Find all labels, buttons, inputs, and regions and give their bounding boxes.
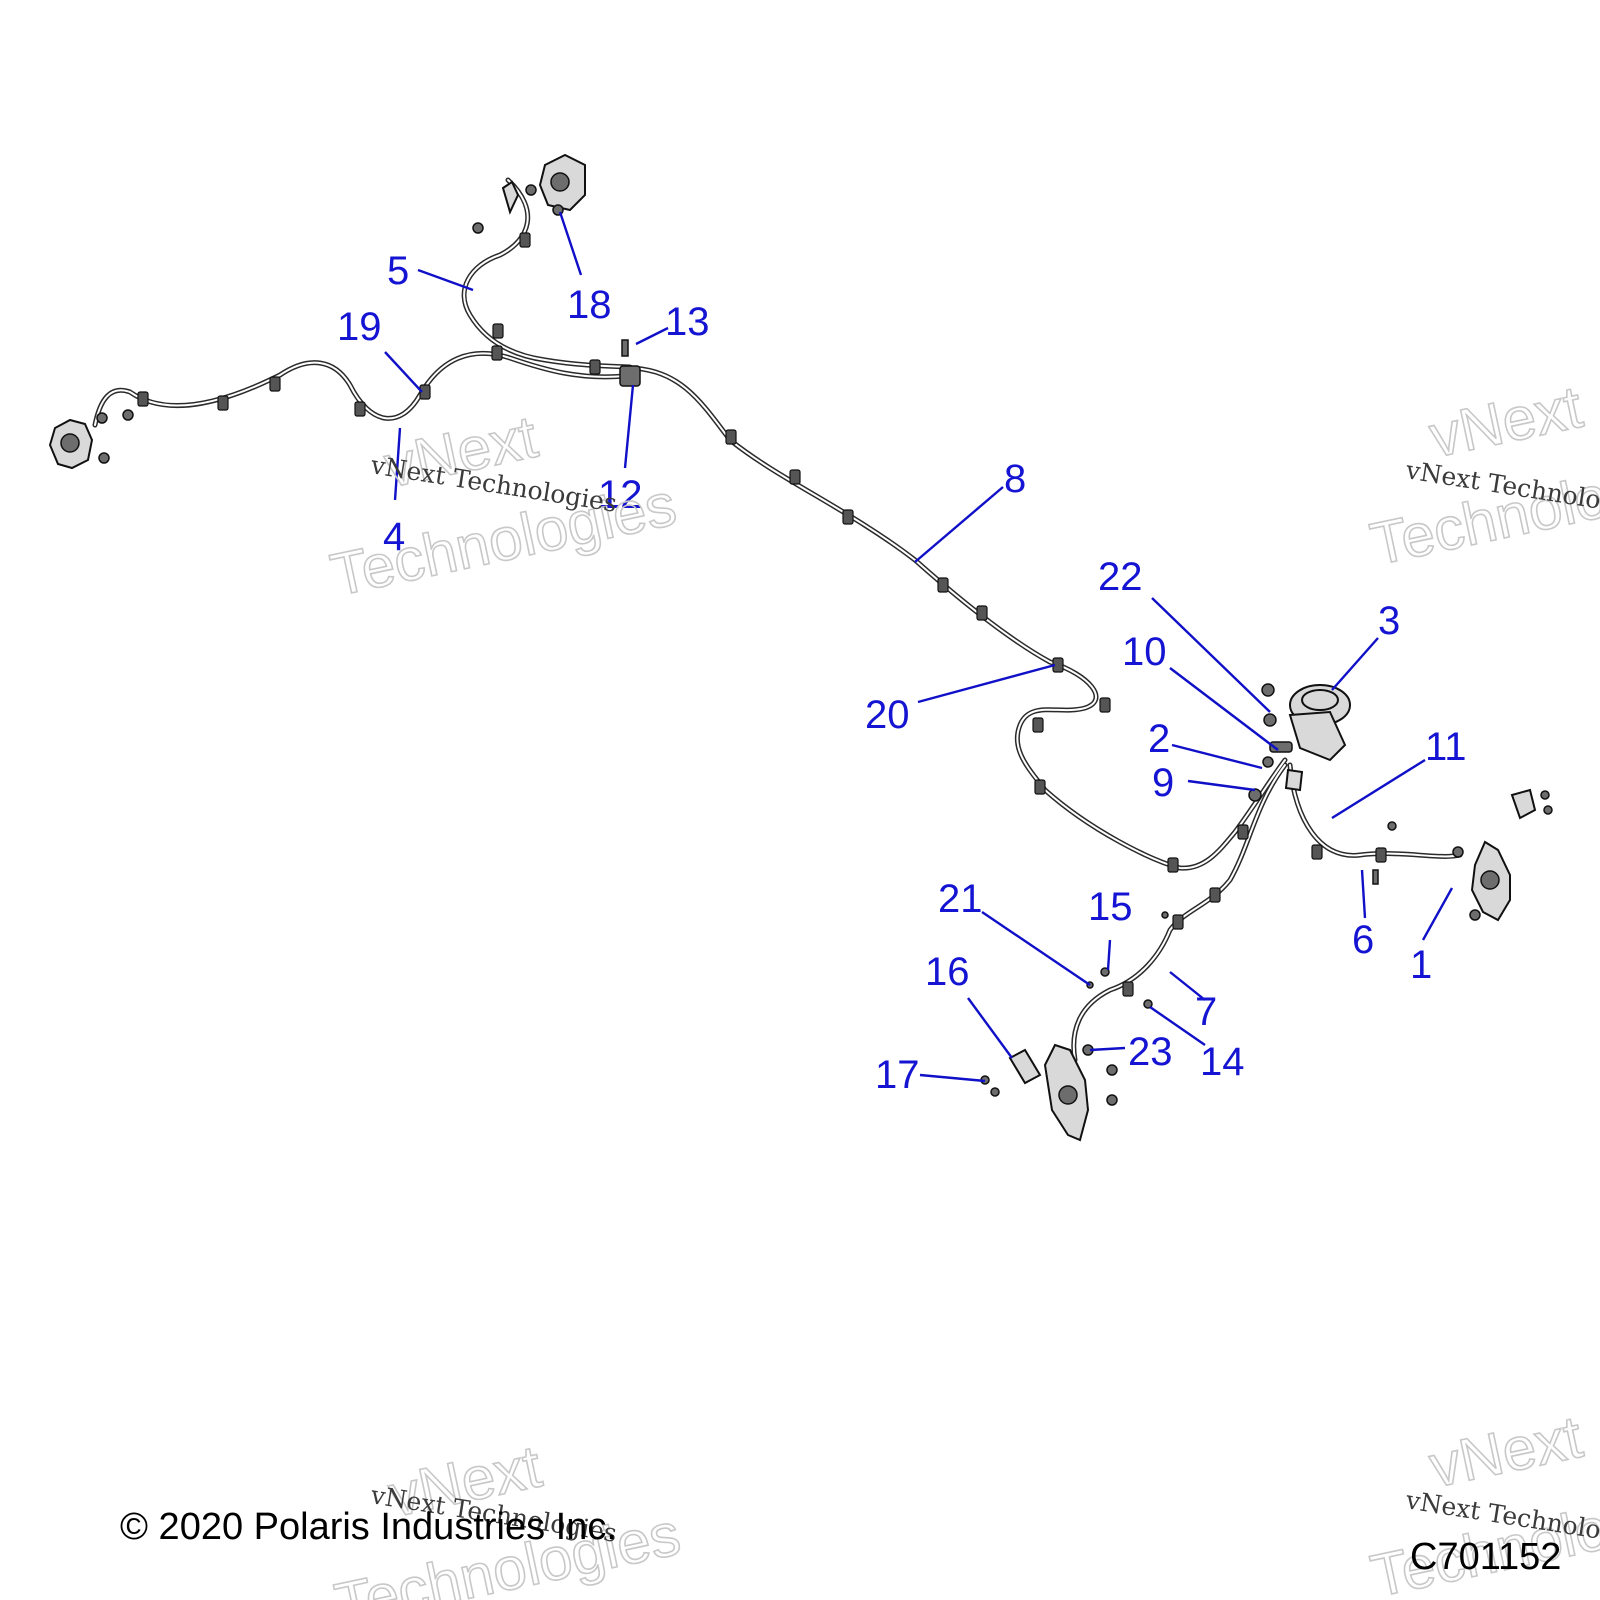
callout-20: 20	[865, 693, 910, 737]
callout-23: 23	[1128, 1030, 1173, 1074]
brake-lines	[92, 177, 1463, 1063]
leader-8	[914, 486, 1004, 563]
callout-18: 18	[567, 283, 612, 327]
leader-22	[1151, 597, 1271, 713]
brake-line-5	[461, 177, 633, 370]
callout-numbers: 1 2 3 4 5 6 7 8 9 10 11 12 13 14 15 16 1…	[337, 249, 1467, 1097]
leader-lines	[384, 211, 1454, 1083]
callout-14: 14	[1200, 1040, 1245, 1084]
callout-1: 1	[1410, 943, 1432, 987]
leader-5	[417, 268, 474, 292]
callout-3: 3	[1378, 599, 1400, 643]
master-cylinder	[1248, 683, 1351, 802]
front-left-caliper	[48, 409, 134, 470]
leader-6	[1360, 869, 1367, 919]
callout-7: 7	[1195, 990, 1217, 1034]
callout-16: 16	[925, 950, 970, 994]
callout-13: 13	[665, 300, 710, 344]
callout-8: 8	[1004, 457, 1026, 501]
leader-23	[1089, 1046, 1126, 1052]
drawing-code: C701152	[1410, 1536, 1562, 1578]
callout-2: 2	[1148, 717, 1170, 761]
leader-7	[1169, 971, 1206, 1001]
leader-21	[981, 911, 1091, 986]
callout-21: 21	[938, 877, 983, 921]
callout-11: 11	[1425, 725, 1467, 769]
leader-12	[623, 384, 635, 469]
leader-13	[635, 326, 669, 346]
callout-9: 9	[1152, 761, 1174, 805]
front-right-caliper	[472, 153, 586, 234]
callout-10: 10	[1122, 630, 1167, 674]
watermark-big-top-right: vNext	[1424, 373, 1588, 470]
leader-4	[393, 427, 402, 501]
leader-2	[1171, 743, 1263, 770]
leader-3	[1331, 637, 1379, 691]
leader-11	[1331, 758, 1426, 820]
callout-17: 17	[875, 1053, 920, 1097]
callout-4: 4	[383, 515, 405, 559]
leader-10	[1169, 667, 1279, 751]
rear-right-caliper	[1372, 788, 1553, 922]
junction-block	[619, 339, 641, 387]
leader-19	[384, 351, 423, 393]
callout-5: 5	[387, 249, 409, 293]
watermark-big-top-br: vNext	[1424, 1403, 1588, 1500]
rear-left-caliper	[980, 911, 1169, 1142]
leader-15	[1106, 939, 1112, 971]
leader-9	[1187, 779, 1256, 792]
leader-18	[558, 211, 583, 276]
leader-20	[917, 663, 1056, 704]
leader-16	[967, 997, 1013, 1059]
copyright-notice: © 2020 Polaris Industries Inc.	[120, 1506, 617, 1548]
callout-6: 6	[1352, 918, 1374, 962]
callout-19: 19	[337, 305, 382, 349]
callout-15: 15	[1088, 885, 1133, 929]
leader-14	[1149, 1006, 1206, 1046]
line-clips	[137, 232, 1387, 997]
callout-12: 12	[598, 473, 643, 517]
callout-22: 22	[1098, 555, 1143, 599]
watermark-right: vNext Technologies	[1364, 372, 1600, 579]
brake-line-6	[1287, 762, 1463, 859]
leader-17	[919, 1073, 986, 1083]
leader-1	[1421, 887, 1454, 941]
